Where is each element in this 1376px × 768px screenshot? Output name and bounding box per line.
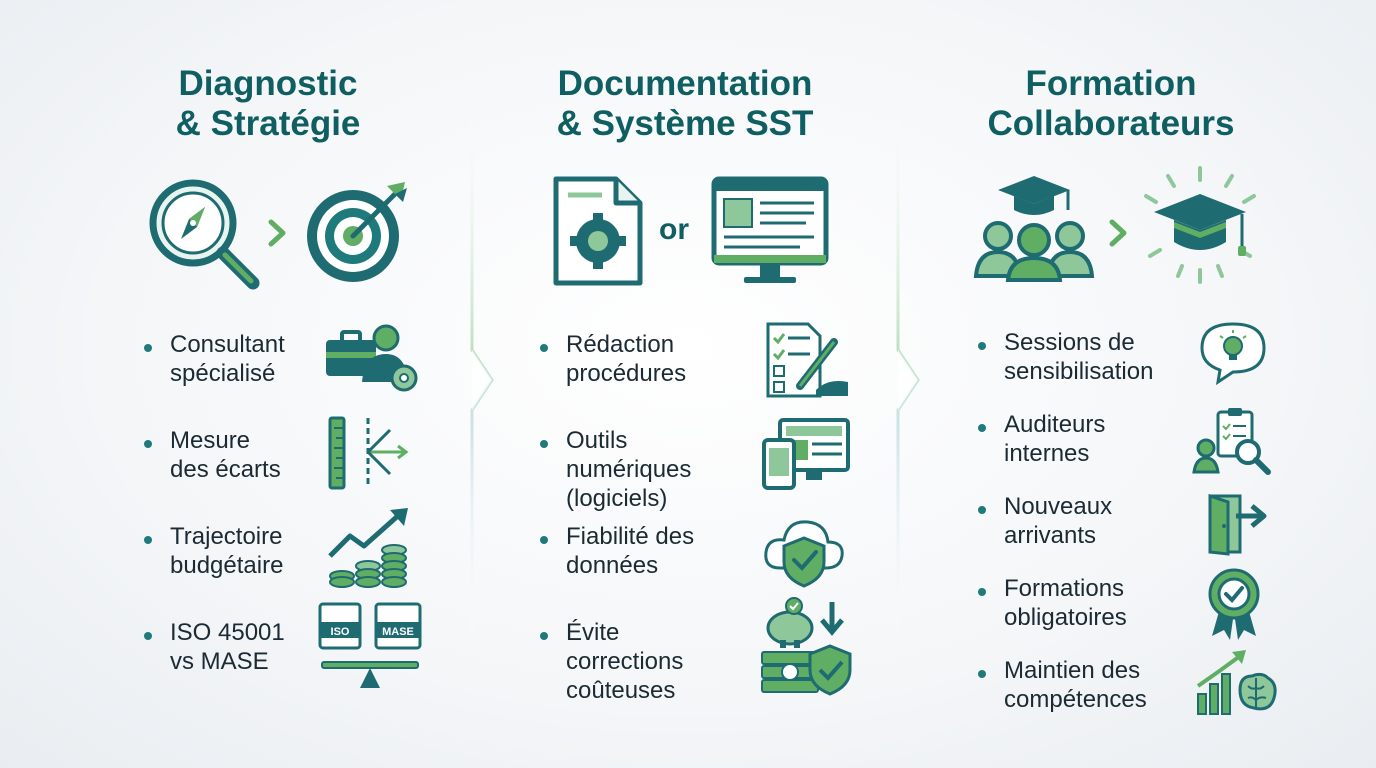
column-diagnostic: Diagnostic & Stratégie	[0, 0, 472, 768]
bullet	[978, 588, 986, 596]
bullet	[978, 342, 986, 350]
hero-icons	[972, 166, 1262, 302]
bullet	[540, 536, 548, 544]
column-divider-2	[884, 95, 920, 655]
ruler-gap-icon	[328, 416, 412, 497]
door-arrow-icon	[1206, 492, 1268, 561]
growth-coins-icon	[328, 506, 412, 595]
item-label: Consultant spécialisé	[170, 331, 285, 387]
consultant-briefcase-icon	[324, 322, 420, 399]
item-label: Outils numériques (logiciels)	[566, 427, 692, 512]
bullet	[144, 344, 152, 352]
item-label: Rédaction procédures	[566, 331, 687, 387]
bullet	[540, 440, 548, 448]
bullet	[144, 440, 152, 448]
item-label: Maintien des compétences	[1004, 657, 1147, 713]
bullet	[144, 536, 152, 544]
bullet	[978, 424, 986, 432]
bullet	[978, 670, 986, 678]
column-title: Documentation & Système SST	[556, 64, 814, 143]
item-label: Mesure des écarts	[170, 427, 281, 483]
column-documentation: Documentation & Système SST or	[472, 0, 898, 768]
column-divider-1	[458, 95, 494, 655]
column-title: Diagnostic & Stratégie	[175, 64, 361, 143]
bullet	[540, 632, 548, 640]
savings-shield-icon	[760, 596, 856, 701]
chevron-right-icon	[1109, 219, 1127, 247]
desktop-monitor-icon	[711, 176, 829, 283]
certificate-badge-icon	[1206, 568, 1262, 645]
checklist-pen-icon	[764, 320, 852, 405]
hero-icons	[145, 170, 415, 300]
brain-growth-icon	[1196, 646, 1278, 721]
item-label: Évite corrections coûteuses	[566, 619, 684, 704]
idea-bubble-icon	[1198, 320, 1268, 389]
or-connector: or	[659, 213, 689, 246]
iso-mase-balance-icon: ISO MASE	[318, 602, 426, 699]
cloud-shield-icon	[762, 512, 846, 593]
group-graduation-icon	[973, 176, 1095, 282]
item-label: Sessions de sensibilisation	[1004, 329, 1154, 385]
mase-tag: MASE	[382, 626, 414, 638]
column-formation: Formation Collaborateurs	[898, 0, 1376, 768]
iso-tag: ISO	[331, 626, 350, 638]
column-title: Formation Collaborateurs	[987, 64, 1235, 143]
hero-icons: or	[552, 175, 832, 305]
bullet	[144, 632, 152, 640]
magnifier-compass-icon	[149, 179, 260, 290]
item-label: Fiabilité des données	[566, 523, 695, 579]
auditor-clipboard-icon	[1192, 406, 1272, 479]
item-label: Formations obligatoires	[1004, 575, 1127, 631]
item-label: Auditeurs internes	[1004, 411, 1106, 467]
item-list: Rédaction procédures	[540, 322, 870, 710]
target-arrow-icon	[307, 182, 407, 282]
item-label: Trajectoire budgétaire	[170, 523, 284, 579]
bullet	[978, 506, 986, 514]
devices-icon	[760, 416, 852, 497]
item-list: Consultant spécialisé Mesure des éca	[144, 324, 444, 710]
item-list: Sessions de sensibilisation	[978, 322, 1358, 730]
item-label: Nouveaux arrivants	[1004, 493, 1113, 549]
graduation-cap-glow-icon	[1144, 166, 1256, 284]
bullet	[540, 344, 548, 352]
item-label: ISO 45001 vs MASE	[170, 619, 285, 675]
chevron-right-icon	[268, 219, 286, 247]
document-gear-icon	[553, 176, 643, 286]
